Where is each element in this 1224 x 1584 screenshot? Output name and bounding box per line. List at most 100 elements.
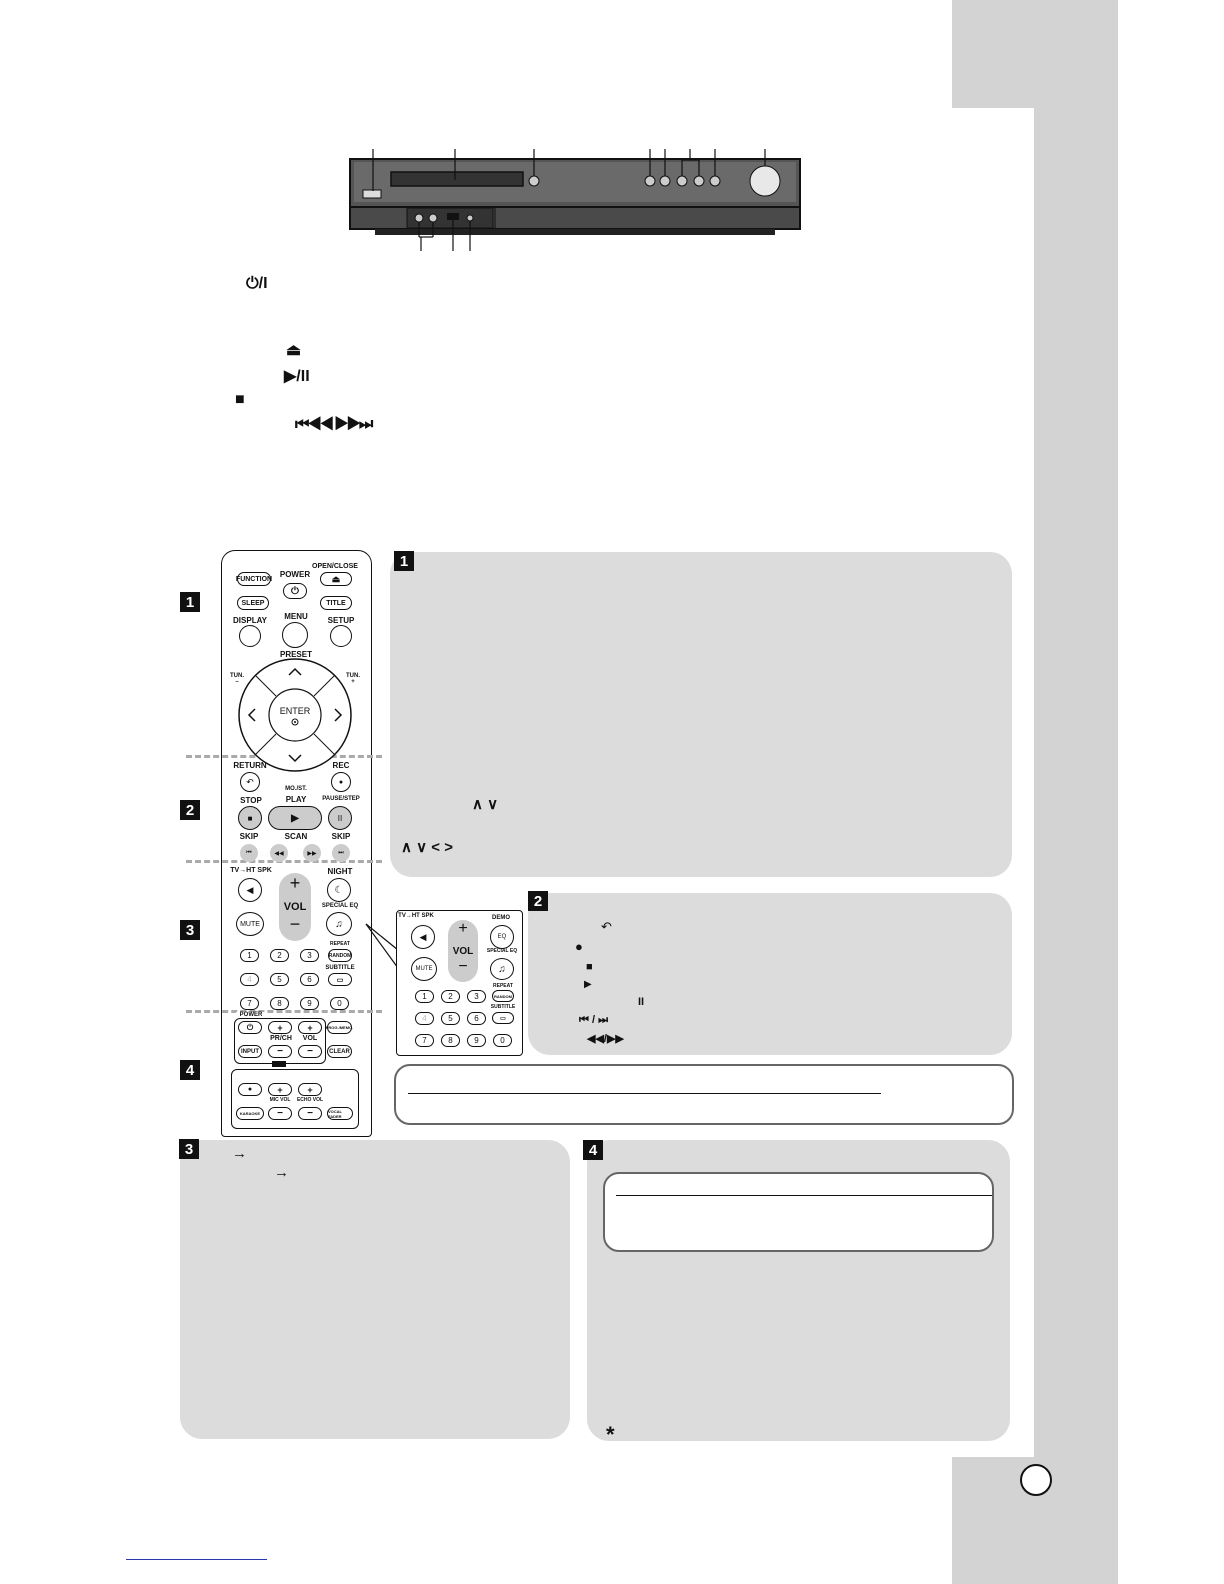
random-button[interactable]: RANDOM [328,949,352,962]
preset-label: PRESET [279,650,312,659]
tv-indicator [272,1061,286,1067]
inset-random-button[interactable]: RANDOM [492,990,514,1002]
number-7-button[interactable]: 7 [240,997,259,1010]
karaoke-rec-button[interactable]: ● [238,1083,262,1096]
number-6-button[interactable]: 6 [300,973,319,986]
inset-number-4-button[interactable]: 4 [415,1012,434,1025]
note-box-rule [408,1093,881,1094]
number-5-button[interactable]: 5 [270,973,289,986]
inset-eq-button[interactable]: EQ [490,925,514,949]
pr-ch-minus-button[interactable]: − [268,1045,292,1058]
pr-ch-label: PR/CH [270,1035,292,1042]
number-4-button[interactable]: 4 [240,973,259,986]
skip-right-label: SKIP [331,832,351,841]
number-3-button[interactable]: 3 [300,949,319,962]
echo-vol-label: ECHO VOL [296,1097,324,1103]
number-9-button[interactable]: 9 [300,997,319,1010]
panel-2-badge: 2 [528,891,548,911]
number-0-button[interactable]: 0 [330,997,349,1010]
setup-button[interactable] [330,625,352,647]
panel-2-pause-icon: II [638,996,645,1008]
navigation-ring[interactable] [236,656,354,774]
panel-4-badge: 4 [583,1140,603,1160]
return-label: RETURN [233,761,267,770]
power-label: POWER [279,570,311,579]
inset-tv-ht-spk-button[interactable]: ◀ [411,925,435,949]
input-button[interactable]: INPUT [238,1045,262,1058]
night-label: NIGHT [327,867,353,876]
inset-special-eq-label: SPECIAL EQ [486,948,518,954]
special-eq-label: SPECIAL EQ [321,903,359,909]
pause-step-label: PAUSE/STEP [322,796,360,802]
skip-back-button[interactable]: ⏮ [240,844,258,862]
panel-4-note-box [603,1172,994,1252]
power-symbol: ⏻/I [246,275,268,292]
scan-back-button[interactable]: ◀◀ [270,844,288,862]
return-button[interactable]: ↶ [240,772,260,792]
skip-forward-button[interactable]: ⏭ [332,844,350,862]
inset-number-1-button[interactable]: 1 [415,990,434,1003]
footer-link-line [126,1559,267,1560]
inset-number-6-button[interactable]: 6 [467,1012,486,1025]
inset-number-9-button[interactable]: 9 [467,1034,486,1047]
prog-memo-button[interactable]: PROG./MEMO. [326,1021,353,1034]
menu-button[interactable] [282,622,308,648]
sleep-button[interactable]: SLEEP [237,596,269,610]
karaoke-left-button[interactable]: KARAOKE [236,1107,264,1120]
inset-number-0-button[interactable]: 0 [493,1034,512,1047]
clear-button[interactable]: CLEAR [327,1045,352,1058]
title-button[interactable]: TITLE [320,596,352,610]
play-button[interactable]: ▶ [268,806,322,830]
tv-vol-minus-button[interactable]: − [298,1045,322,1058]
night-button[interactable]: ☾ [327,878,351,902]
panel-4-asterisk: * [606,1422,615,1447]
tv-vol-plus-button[interactable]: + [298,1021,322,1034]
enter-label: ENTER [279,706,311,716]
panel-3-arrow-1: → [232,1145,247,1162]
inset-number-5-button[interactable]: 5 [441,1012,460,1025]
inset-number-2-button[interactable]: 2 [441,990,460,1003]
vol-rocker[interactable] [279,873,311,941]
tun-minus-label: TUN. – [230,673,244,685]
number-8-button[interactable]: 8 [270,997,289,1010]
inset-number-3-button[interactable]: 3 [467,990,486,1003]
inset-number-8-button[interactable]: 8 [441,1034,460,1047]
display-button[interactable] [239,625,261,647]
vol-minus-icon: − [289,914,301,934]
subtitle-button[interactable]: ▭ [328,973,352,986]
inset-mute-button[interactable]: MUTE [411,957,437,981]
panel-2-rec-icon: ● [575,939,583,954]
inset-number-7-button[interactable]: 7 [415,1034,434,1047]
open-close-button[interactable]: ⏏ [320,572,352,586]
panel-3-arrow-2: → [274,1164,289,1181]
panel-1-badge: 1 [394,551,414,571]
mic-vol-minus-button[interactable]: − [268,1107,292,1120]
tv-power-button[interactable]: ⏻ [238,1021,262,1034]
function-button[interactable]: FUNCTION [236,572,272,586]
inset-subtitle-button[interactable]: ▭ [492,1012,514,1024]
echo-vol-plus-button[interactable]: + [298,1083,322,1096]
number-2-button[interactable]: 2 [270,949,289,962]
inset-vol-rocker[interactable] [448,920,478,982]
rec-button[interactable]: ● [331,772,351,792]
echo-vol-minus-button[interactable]: − [298,1107,322,1120]
tv-vol-label: VOL [302,1035,318,1042]
mic-vol-plus-button[interactable]: + [268,1083,292,1096]
mute-button[interactable]: MUTE [236,912,264,936]
tv-ht-spk-button[interactable]: ◀ [238,878,262,902]
rec-label: REC [332,761,350,770]
special-eq-button[interactable]: ♫ [326,912,352,936]
pr-ch-plus-button[interactable]: + [268,1021,292,1034]
scan-forward-button[interactable]: ▶▶ [303,844,321,862]
panel-3-badge: 3 [179,1139,199,1159]
page-number-circle [1020,1464,1052,1496]
panel-3 [180,1140,570,1439]
pause-step-button[interactable]: II [328,806,352,830]
repeat-label: REPEAT [330,941,350,947]
number-1-button[interactable]: 1 [240,949,259,962]
mo-st-label: MO./ST. [285,786,307,792]
stop-button[interactable]: ■ [238,806,262,830]
power-button[interactable]: ⏻ [283,583,307,599]
inset-special-eq-button[interactable]: ♫ [490,958,514,980]
karaoke-right-button[interactable]: VOCAL FADER [327,1107,353,1120]
